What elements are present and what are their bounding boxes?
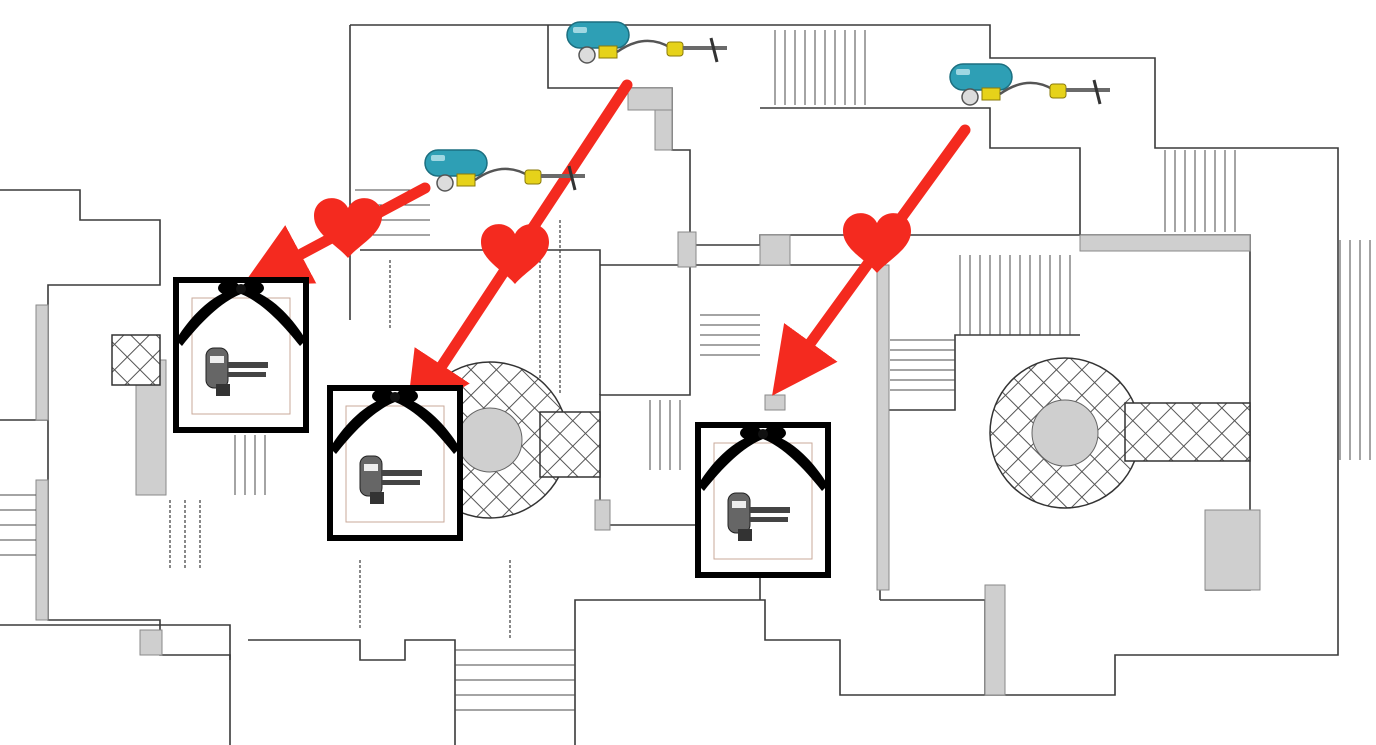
grenade-launcher-drone-icon[interactable] bbox=[948, 62, 1112, 107]
memorial-portrait-icon[interactable] bbox=[330, 388, 460, 538]
heart-icon bbox=[843, 213, 911, 273]
grenade-launcher-drone-icon[interactable] bbox=[565, 20, 729, 65]
memorial-portrait-icon[interactable] bbox=[698, 425, 828, 575]
floor-plan bbox=[0, 24, 1371, 745]
memorial-portrait-icon[interactable] bbox=[176, 280, 306, 430]
heart-icon bbox=[314, 198, 382, 258]
plaza-right bbox=[989, 357, 1251, 509]
hearts bbox=[314, 198, 911, 284]
heart-icon bbox=[481, 224, 549, 284]
